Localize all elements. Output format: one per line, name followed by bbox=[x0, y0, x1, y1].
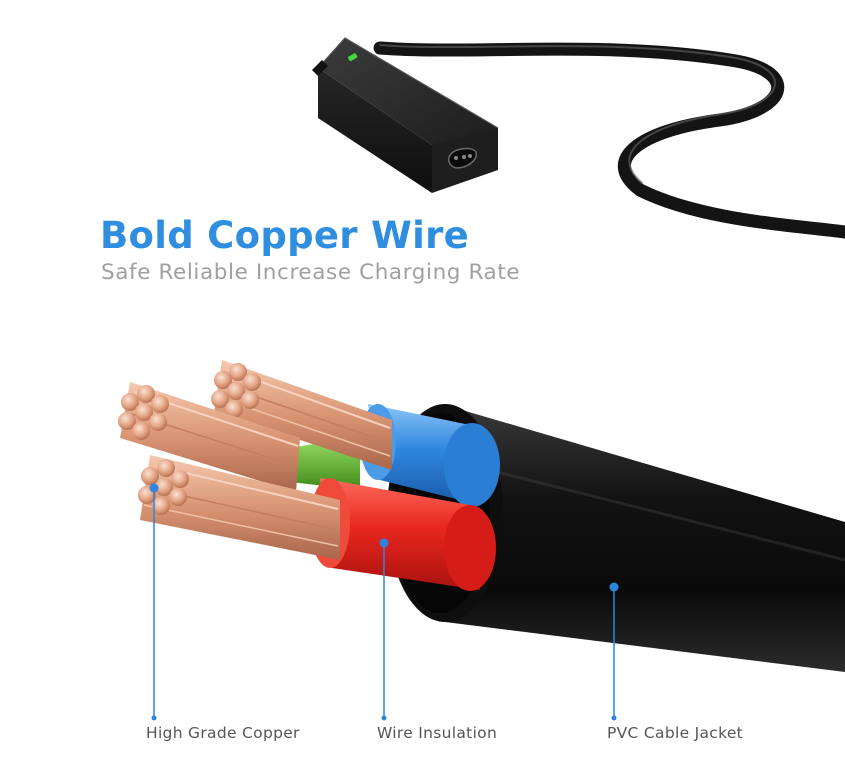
headline: Bold Copper Wire bbox=[100, 214, 470, 257]
callout-insulation bbox=[379, 538, 389, 721]
adapter-cord bbox=[373, 41, 845, 239]
copper-strand-bundle-left bbox=[118, 382, 300, 492]
callout-copper bbox=[149, 483, 159, 721]
power-led-icon bbox=[348, 53, 358, 62]
callout-label-jacket: PVC Cable Jacket bbox=[607, 724, 744, 742]
subheadline: Safe Reliable Increase Charging Rate bbox=[101, 260, 521, 285]
callout-jacket bbox=[609, 582, 619, 721]
power-adapter-icon bbox=[312, 37, 499, 193]
copper-strand-bundle-top bbox=[211, 360, 392, 470]
callout-label-copper: High Grade Copper bbox=[146, 724, 300, 742]
dc-port-icon bbox=[447, 147, 477, 169]
callout-label-insulation: Wire Insulation bbox=[377, 724, 498, 742]
